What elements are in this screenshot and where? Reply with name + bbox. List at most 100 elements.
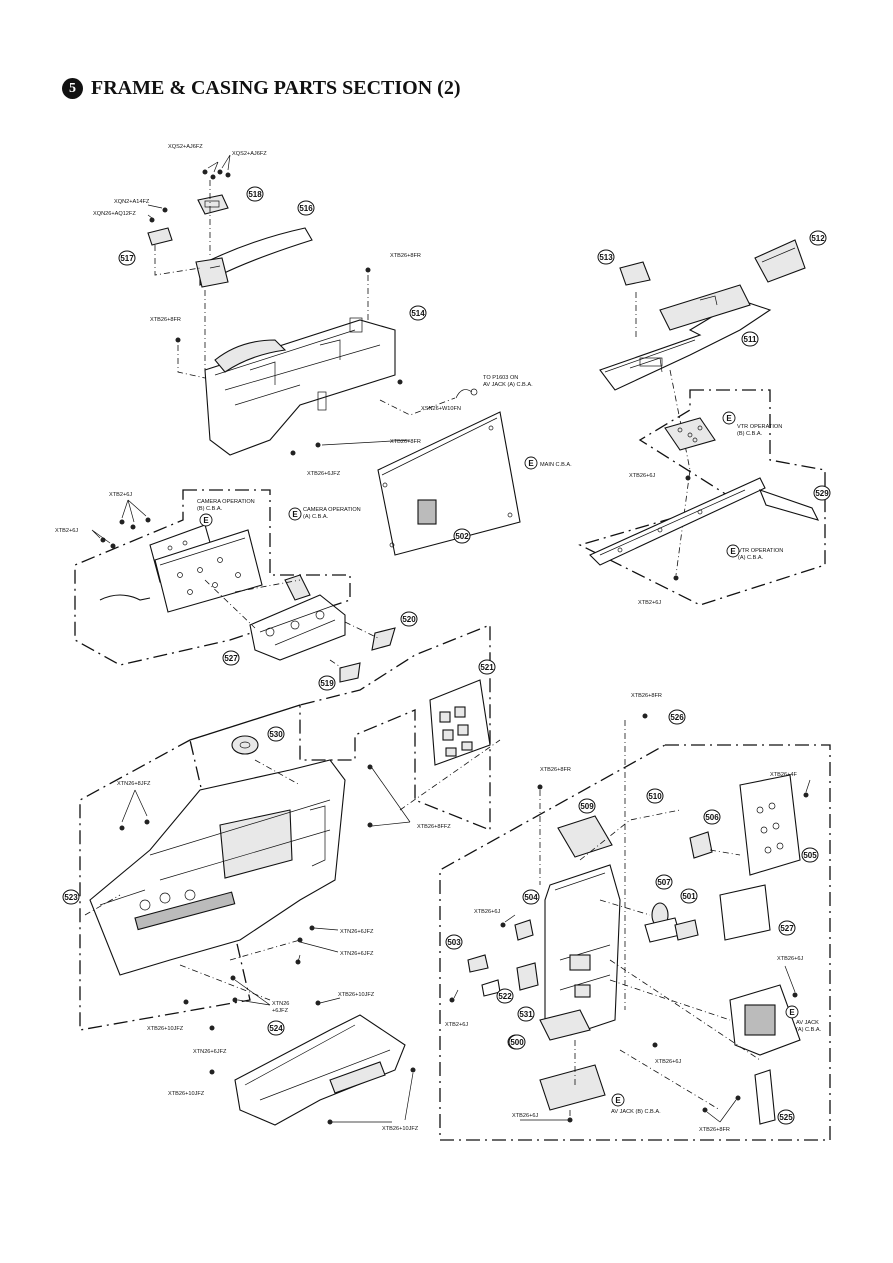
svg-text:E: E bbox=[528, 459, 534, 468]
svg-text:520: 520 bbox=[402, 615, 416, 624]
label-vtr-operation-a-1: VTR OPERATION bbox=[738, 548, 783, 554]
ref-509: 509 bbox=[578, 798, 596, 814]
main-cba bbox=[377, 411, 521, 556]
label-xtb2-6j-left: XTB2+6J bbox=[445, 1022, 468, 1028]
label-xtb26-8fr-mid: XTB26+8FR bbox=[390, 439, 421, 445]
svg-text:502: 502 bbox=[455, 532, 469, 541]
vtr-operation-section-outline bbox=[578, 389, 826, 606]
ref-502: 502 bbox=[453, 528, 471, 544]
ref-523: 523 bbox=[62, 889, 80, 905]
frame-leader-lines bbox=[154, 180, 456, 416]
ref-520: 520 bbox=[400, 611, 418, 627]
svg-text:512: 512 bbox=[811, 234, 825, 243]
screws-top-left bbox=[149, 169, 403, 456]
lid-513 bbox=[619, 261, 651, 286]
handle-516 bbox=[195, 227, 313, 288]
section-title-text: FRAME & CASING PARTS SECTION (2) bbox=[91, 77, 461, 99]
label-camera-operation-a-2: (A) C.B.A. bbox=[303, 514, 329, 520]
svg-text:517: 517 bbox=[120, 254, 134, 263]
svg-text:E: E bbox=[730, 547, 736, 556]
ref-518: 518 bbox=[246, 186, 264, 202]
svg-text:510: 510 bbox=[648, 792, 662, 801]
ref-503: 503 bbox=[445, 934, 463, 950]
camera-operation-a-cba bbox=[154, 529, 263, 613]
label-vtr-operation-b-1: VTR OPERATION bbox=[737, 424, 782, 430]
label-xtb26-6j-r4: XTB26+6J bbox=[777, 956, 803, 962]
label-xtb26-8fr-top: XTB26+8FR bbox=[390, 253, 421, 259]
svg-text:E: E bbox=[789, 1008, 795, 1017]
svg-text:524: 524 bbox=[269, 1024, 283, 1033]
flex-cable-529 bbox=[759, 489, 820, 521]
svg-text:E: E bbox=[203, 516, 209, 525]
svg-text:518: 518 bbox=[248, 190, 262, 199]
svg-text:531: 531 bbox=[519, 1010, 533, 1019]
svg-text:513: 513 bbox=[599, 253, 613, 262]
label-xtb26-6jfz: XTB26+6JFZ bbox=[307, 471, 341, 477]
handle-bracket-517 bbox=[147, 227, 173, 246]
label-xtb26-6j-mid: XTB26+6J bbox=[655, 1059, 681, 1065]
e-marker-av-jack-b: E bbox=[611, 1093, 625, 1107]
label-xtb26-10jfz-c: XTB26+10JFZ bbox=[168, 1091, 205, 1097]
label-xqn26-aq12fz: XQN26+AQ12FZ bbox=[93, 211, 136, 217]
ref-526: 526 bbox=[668, 709, 686, 725]
ref-507: 507 bbox=[655, 874, 673, 890]
ref-525: 525 bbox=[777, 1109, 795, 1125]
ref-513: 513 bbox=[597, 249, 615, 265]
av-jack-b-cba bbox=[539, 1064, 606, 1111]
svg-text:526: 526 bbox=[670, 713, 684, 722]
svg-text:E: E bbox=[726, 414, 732, 423]
label-xtb26-6j-left: XTB26+6J bbox=[474, 909, 500, 915]
svg-text:516: 516 bbox=[299, 204, 313, 213]
svg-text:501: 501 bbox=[682, 892, 696, 901]
handle-bracket-518 bbox=[197, 194, 229, 215]
svg-text:505: 505 bbox=[803, 851, 817, 860]
label-xtb26-8ffz: XTB26+8FFZ bbox=[417, 824, 451, 830]
part-506 bbox=[689, 831, 713, 859]
label-xtb26-6j-right: XTB26+6J bbox=[629, 473, 655, 479]
label-xtn26-6jfz-c1: XTN26 bbox=[272, 1001, 289, 1007]
screws-casing bbox=[119, 764, 416, 1125]
svg-text:527: 527 bbox=[780, 924, 794, 933]
label-xtn26-8jfz: XTN26+8JFZ bbox=[117, 781, 151, 787]
bracket-505 bbox=[739, 774, 801, 876]
label-xtb2-6j-b: XTB2+6J bbox=[55, 528, 78, 534]
ref-501: 501 bbox=[680, 888, 698, 904]
ref-500: 500 bbox=[508, 1034, 526, 1050]
ref-504: 504 bbox=[522, 889, 540, 905]
vtr-operation-a-cba bbox=[589, 477, 766, 566]
camera-flex-cable bbox=[99, 594, 151, 601]
label-xtb26-4f: XTB26+4F bbox=[770, 772, 797, 778]
label-to-p1603-line1: TO P1603 ON bbox=[483, 375, 518, 381]
section-title: 5 FRAME & CASING PARTS SECTION (2) bbox=[62, 77, 461, 100]
part-531 bbox=[516, 962, 539, 991]
bracket-520 bbox=[371, 627, 396, 651]
section-number-badge: 5 bbox=[62, 78, 83, 99]
frame-514 bbox=[204, 317, 396, 456]
svg-text:521: 521 bbox=[480, 663, 494, 672]
svg-text:503: 503 bbox=[447, 938, 461, 947]
part-504 bbox=[514, 919, 534, 941]
ref-512: 512 bbox=[809, 230, 827, 246]
camera-operation-section-outline bbox=[74, 489, 351, 666]
label-xtb26-10jfz-d: XTB26+10JFZ bbox=[382, 1126, 419, 1132]
cover-509 bbox=[557, 815, 613, 858]
e-marker-av-jack-a: E bbox=[785, 1005, 799, 1019]
ref-522: 522 bbox=[496, 988, 514, 1004]
ref-527b: 527 bbox=[778, 920, 796, 936]
svg-text:523: 523 bbox=[64, 893, 78, 902]
label-to-p1603-line2: AV JACK (A) C.B.A. bbox=[483, 382, 533, 388]
front-casing-523 bbox=[89, 759, 346, 976]
bracket-519 bbox=[339, 662, 361, 683]
screws-camera-op bbox=[100, 517, 151, 549]
ref-510: 510 bbox=[646, 788, 664, 804]
part-503 bbox=[467, 954, 489, 973]
e-marker-camera-a: E bbox=[288, 507, 302, 521]
label-xqs2-aj6fz-2: XQS2+AJ6FZ bbox=[232, 151, 267, 157]
ref-524: 524 bbox=[267, 1020, 285, 1036]
ref-530: 530 bbox=[267, 726, 285, 742]
label-xtn26-6jfz-b: XTN26+6JFZ bbox=[340, 951, 374, 957]
svg-text:507: 507 bbox=[657, 878, 671, 887]
svg-text:E: E bbox=[615, 1096, 621, 1105]
label-xqs2-aj6fz-1: XQS2+AJ6FZ bbox=[168, 144, 203, 150]
